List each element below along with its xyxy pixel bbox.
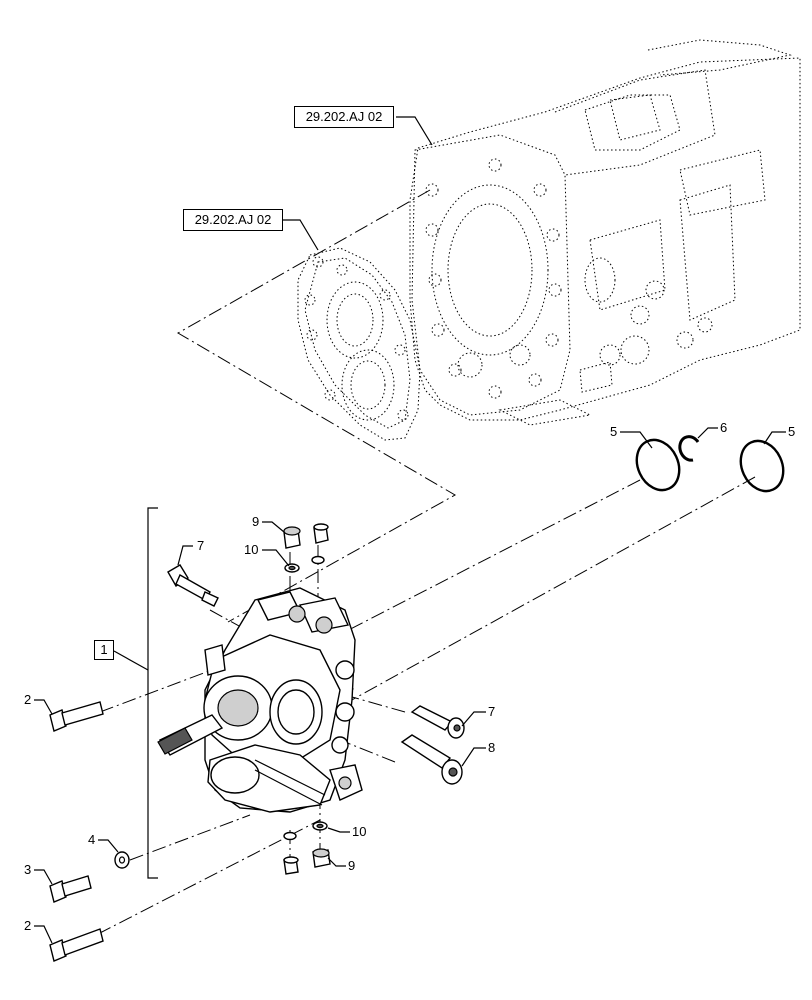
o-ring-5-right <box>739 439 785 493</box>
callout-7-lower[interactable]: 7 <box>488 704 496 719</box>
callout-3[interactable]: 3 <box>24 862 32 877</box>
callout-10-upper[interactable]: 10 <box>244 542 259 557</box>
callout-4[interactable]: 4 <box>88 832 96 847</box>
bolt-2-lower <box>49 928 104 962</box>
adapter-plate <box>297 247 421 441</box>
callout-5-left[interactable]: 5 <box>610 424 618 439</box>
callout-2-upper[interactable]: 2 <box>24 692 32 707</box>
leader-lines <box>34 116 786 944</box>
washer-10-lower <box>283 821 328 841</box>
bolt-2-upper <box>49 701 104 732</box>
callout-5-right[interactable]: 5 <box>788 424 796 439</box>
transmission-housing <box>409 39 801 426</box>
callout-9-upper[interactable]: 9 <box>252 514 260 529</box>
callout-10-lower[interactable]: 10 <box>352 824 367 839</box>
callout-8[interactable]: 8 <box>488 740 496 755</box>
assembly-bracket <box>113 507 158 879</box>
callout-7-upper[interactable]: 7 <box>197 538 205 553</box>
bolt-3 <box>49 875 92 903</box>
fitting-7-upper <box>167 564 219 607</box>
washer-10-upper <box>284 555 325 573</box>
assembly-label: 1 <box>100 642 108 657</box>
fitting-8 <box>400 734 463 785</box>
callout-6[interactable]: 6 <box>720 420 728 435</box>
plug-9-upper <box>283 523 329 549</box>
reference-box-upper[interactable]: 29.202.AJ 02 <box>294 106 394 128</box>
fitting-7-lower <box>410 705 465 739</box>
hydraulic-pump <box>157 587 363 813</box>
callout-2-lower[interactable]: 2 <box>24 918 32 933</box>
reference-label: 29.202.AJ 02 <box>194 212 272 227</box>
callout-9-lower[interactable]: 9 <box>348 858 356 873</box>
reference-label: 29.202.AJ 02 <box>305 109 383 124</box>
washer-4 <box>114 851 130 869</box>
snap-ring-6 <box>678 435 700 462</box>
plug-9-lower <box>283 848 331 875</box>
assembly-label-box[interactable]: 1 <box>94 640 114 660</box>
reference-box-middle[interactable]: 29.202.AJ 02 <box>183 209 283 231</box>
